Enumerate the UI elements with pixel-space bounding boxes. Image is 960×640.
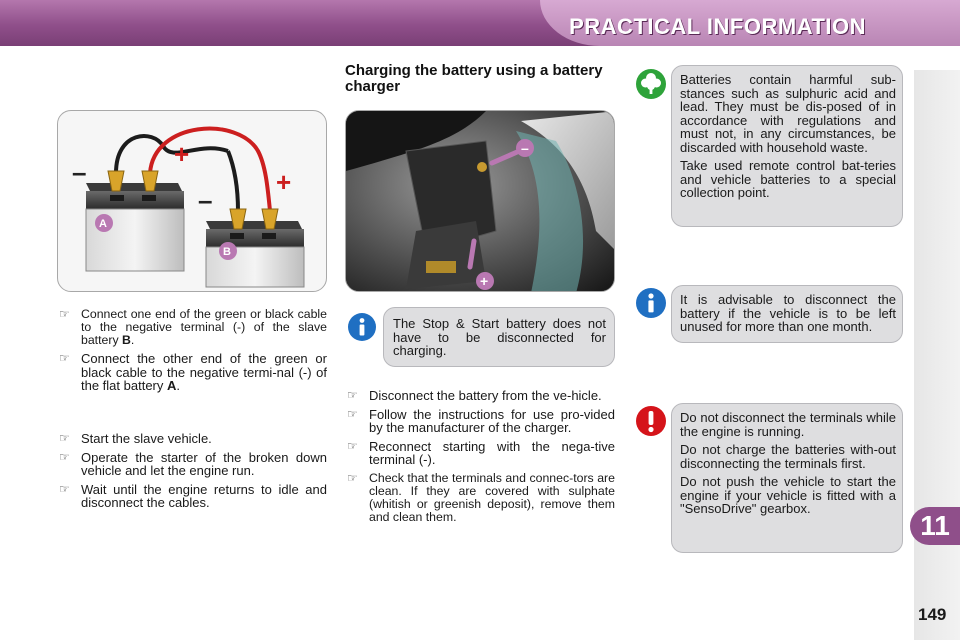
chapter-tab: 11 [910,507,960,545]
jump-start-illustration: – + – + A B [57,110,327,292]
list-item: ☞ Start the slave vehicle. [59,431,212,446]
pointing-hand-icon: ☞ [59,431,70,445]
pointing-hand-icon: ☞ [59,449,70,464]
eco-leaf-icon [635,68,667,100]
instruction-list-start: ☞ Start the slave vehicle. ☞ Operate the… [57,431,327,515]
plus-label-top: + [174,139,189,169]
battery-a-label: A [99,218,107,230]
minus-label-mid: – [198,185,212,215]
page-number: 149 [918,605,947,624]
stop-start-note: The Stop & Start battery does not have t… [383,307,615,367]
pointing-hand-icon: ☞ [347,438,358,453]
plus-label: + [480,273,488,289]
info-icon [635,287,667,319]
pointing-hand-icon: ☞ [59,481,70,496]
section-heading: Charging the battery using a battery cha… [345,62,603,95]
warning-icon [635,405,667,437]
pointing-hand-icon: ☞ [347,470,358,485]
instruction-list-connect: ☞ Connect one end of the green or black … [57,308,327,398]
list-item: ☞ Wait until the engine returns to idle … [59,481,327,510]
battery-b-label: B [223,246,231,258]
info-icon [347,312,377,342]
list-item: ☞ Connect the other end of the green or … [59,351,327,393]
pointing-hand-icon: ☞ [59,307,70,321]
battery-disposal-note: Batteries contain harmful sub-stances su… [671,65,903,227]
battery-compartment-illustration: – + [345,110,615,292]
list-item: ☞ Follow the instructions for use pro-vi… [347,406,615,435]
battery-b-icon [205,221,305,288]
header-title-tab [540,0,960,46]
disconnect-advice-note: It is advisable to disconnect the batter… [671,285,903,343]
page-title: PRACTICAL INFORMATION [569,14,866,39]
pointing-hand-icon: ☞ [347,406,358,421]
instruction-list-charger: ☞ Disconnect the battery from the ve-hic… [345,388,615,529]
pointing-hand-icon: ☞ [59,351,70,365]
minus-label-left: – [72,157,86,187]
warning-note: Do not disconnect the terminals while th… [671,403,903,553]
list-item: ☞ Check that the terminals and connec-to… [347,470,615,524]
list-item: ☞ Disconnect the battery from the ve-hic… [347,388,602,403]
list-item: ☞ Connect one end of the green or black … [59,307,327,347]
list-item: ☞ Operate the starter of the broken down… [59,449,327,478]
minus-label: – [521,140,529,156]
list-item: ☞ Reconnect starting with the nega-tive … [347,438,615,467]
plus-label-right: + [276,167,291,197]
pointing-hand-icon: ☞ [347,388,358,402]
battery-a-icon [85,183,185,272]
margin-strip [914,70,960,640]
